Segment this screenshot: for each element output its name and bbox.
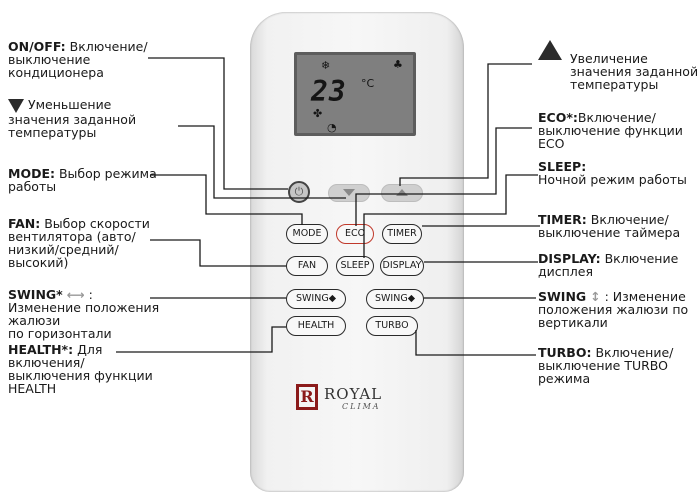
annotation-timer: TIMER: Включение/ выключение таймера	[538, 212, 681, 240]
leader-up	[399, 63, 532, 186]
leader-eco	[355, 127, 532, 226]
annotation-onoff: ON/OFF: Включение/ выключение кондиционе…	[8, 39, 148, 80]
annotation-health: HEALTH*: Для включения/ выключения функц…	[8, 342, 153, 396]
sleep-button[interactable]: SLEEP	[336, 256, 374, 276]
lcd-display: ❄ ♣ 23 °C ✤ ◔	[294, 52, 416, 136]
temp-up-button[interactable]	[381, 184, 423, 202]
annotation-mode: MODE: Выбор режима работы	[8, 166, 157, 194]
up-arrow-icon	[396, 189, 408, 196]
display-button[interactable]: DISPLAY	[380, 256, 424, 276]
lcd-unit: °C	[361, 77, 375, 90]
annotation-temp-up: Увеличение значения заданной температуры	[538, 40, 698, 91]
fan-button[interactable]: FAN	[286, 256, 328, 276]
fan-speed-icon: ✤	[313, 107, 323, 120]
annotation-sleep: SLEEP: Ночной режим работы	[538, 159, 687, 187]
leader-fan	[150, 239, 286, 267]
logo-sub: CLIMA	[342, 402, 381, 411]
fan-mode-icon: ♣	[393, 58, 403, 71]
up-triangle-icon	[538, 40, 562, 60]
down-triangle-icon	[8, 98, 24, 113]
mode-button[interactable]: MODE	[286, 224, 328, 244]
leader-mode	[150, 174, 303, 225]
lcd-temperature: 23	[311, 75, 347, 108]
leader-sleep	[363, 174, 538, 258]
snowflake-icon: ❄	[321, 59, 331, 72]
leader-onoff	[148, 57, 288, 190]
health-button[interactable]: HEALTH	[286, 316, 346, 336]
up-down-arrow-icon: ↕	[590, 289, 601, 304]
turbo-button[interactable]: TURBO	[366, 316, 418, 336]
annotation-fan: FAN: Выбор скорости вентилятора (авто/ н…	[8, 216, 150, 270]
annotation-temp-down: Уменьшение значения заданной температуры	[8, 97, 137, 140]
timer-button[interactable]: TIMER	[382, 224, 422, 244]
logo-name: ROYAL	[324, 385, 383, 403]
annotation-turbo: TURBO: Включение/ выключение TURBO режим…	[538, 345, 674, 386]
leader-turbo	[415, 330, 536, 356]
timer-icon: ◔	[327, 121, 337, 134]
swing-vertical-button[interactable]: SWING◆	[366, 289, 424, 309]
annotation-swing-v: SWING ↕ : Изменение положения жалюзи по …	[538, 289, 689, 330]
annotation-display: DISPLAY: Включение дисплея	[538, 251, 679, 279]
annotation-swing-h: SWING* ⟷ : Изменение положения жалюзи по…	[8, 287, 160, 341]
left-right-arrow-icon: ⟷	[66, 287, 85, 302]
leader-health	[116, 326, 286, 353]
logo-mark: R	[296, 384, 318, 410]
down-arrow-icon	[343, 189, 355, 196]
annotation-eco: ECO*:Включение/ выключение функции ECO	[538, 110, 683, 151]
royal-clima-logo: R ROYAL CLIMA	[296, 384, 416, 414]
swing-horizontal-button[interactable]: SWING◆	[286, 289, 346, 309]
leader-down	[178, 125, 346, 199]
